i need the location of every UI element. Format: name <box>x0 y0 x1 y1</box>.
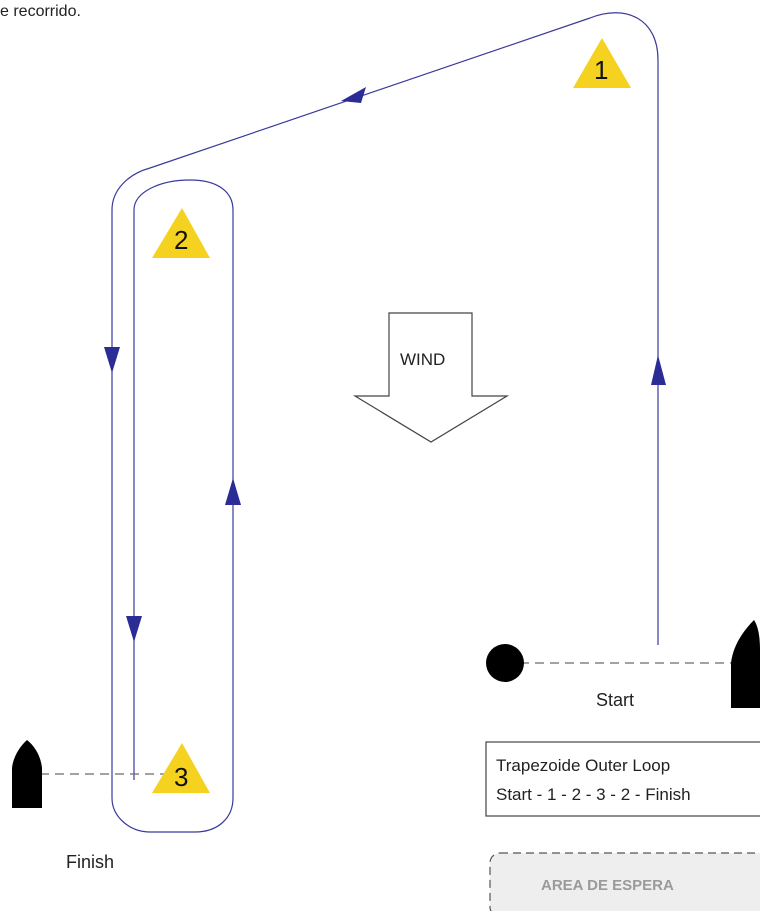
course-outer-path <box>111 12 659 833</box>
finish-label: Finish <box>66 852 114 872</box>
wind-indicator: WIND <box>352 312 510 443</box>
committee-boat-start-icon <box>731 620 760 708</box>
waiting-area: AREA DE ESPERA <box>489 852 760 911</box>
course-arrow-up-start-leg <box>651 355 666 385</box>
course-arrow-up-inner-leg <box>225 478 241 505</box>
mark-1: 1 <box>573 38 631 88</box>
mark-1-number: 1 <box>594 55 608 85</box>
mark-2: 2 <box>152 208 210 258</box>
mark-1-triangle-icon <box>573 38 631 88</box>
mark-3: 3 <box>152 743 210 793</box>
course-arrow-down-outer-leg <box>104 347 120 373</box>
course-info-box: Trapezoide Outer Loop Start - 1 - 2 - 3 … <box>485 741 760 817</box>
mark-3-triangle-icon <box>152 743 210 793</box>
mark-2-triangle-icon <box>152 208 210 258</box>
waiting-area-label: AREA DE ESPERA <box>541 877 674 894</box>
wind-arrow-icon <box>352 312 510 443</box>
mark-2-number: 2 <box>174 225 188 255</box>
committee-boat-finish-icon <box>12 740 42 808</box>
header-fragment: e recorrido. <box>0 3 81 20</box>
course-name: Trapezoide Outer Loop <box>496 756 670 775</box>
course-info-frame <box>485 741 760 817</box>
course-arrow-down-inner-leg <box>126 616 142 642</box>
start-pin-buoy <box>486 644 524 682</box>
wind-label: WIND <box>400 350 445 369</box>
waiting-area-frame <box>489 852 760 911</box>
start-label: Start <box>596 690 634 710</box>
course-sequence: Start - 1 - 2 - 3 - 2 - Finish <box>496 785 691 804</box>
mark-3-number: 3 <box>174 762 188 792</box>
course-arrow-top-leg <box>341 87 366 103</box>
